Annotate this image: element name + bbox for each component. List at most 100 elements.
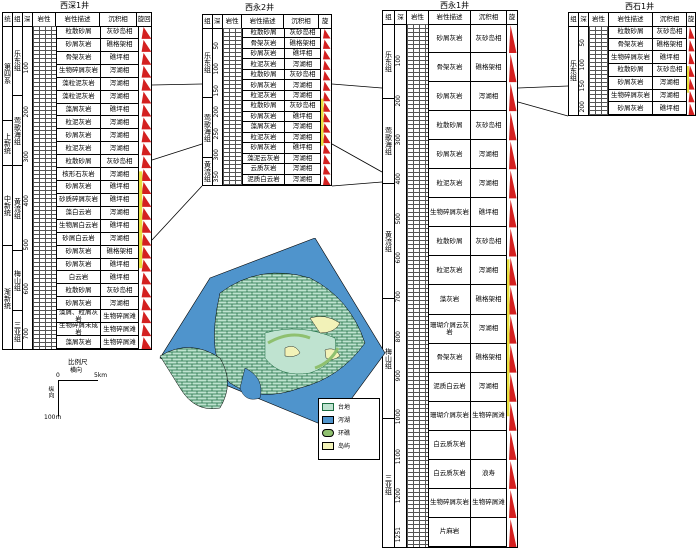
description-cell: 砂屑灰岩 <box>57 39 100 52</box>
legend-swatch <box>322 402 334 411</box>
description-cell: 粒散砂屑 <box>57 155 100 169</box>
formation-yinggehai: 莺歌海组 <box>13 96 22 166</box>
cycle-curve <box>321 28 331 185</box>
facies-column: 灰砂岛相礁格架相礁坪相泻湖相灰砂岛相泻湖相泻湖相灰砂岛相礁坪相泻湖相泻湖相礁坪相… <box>285 28 321 185</box>
legend-label: 台地 <box>338 404 351 411</box>
description-cell: 珊瑚介屑灰岩 <box>429 402 470 431</box>
facies-cell: 泻湖相 <box>285 122 320 133</box>
facies-cell: 泻湖相 <box>471 140 506 170</box>
facies-cell: 泻湖相 <box>285 91 320 102</box>
description-cell: 骨架灰岩 <box>243 38 284 49</box>
description-cell: 泥质白云岩 <box>243 175 284 185</box>
facies-cell: 礁格架相 <box>471 286 506 315</box>
cycle-triangle <box>323 175 331 185</box>
correlation-line <box>331 143 383 173</box>
formation-column: 乐东组 <box>569 26 579 115</box>
well-header: 组 深度 岩性 岩性描述 沉积相 旋回 <box>569 13 695 27</box>
formation-ledong: 乐东组 <box>569 60 578 81</box>
cycle-triangle <box>141 259 152 272</box>
sea-inlet <box>239 367 262 400</box>
description-cell: 砂屑灰岩 <box>243 143 284 154</box>
cycle-triangle <box>141 78 152 91</box>
description-cell: 粒散砂屑 <box>429 227 470 257</box>
header-facies: 沉积相 <box>284 15 320 28</box>
facies-cell: 泻湖相 <box>101 297 138 311</box>
depth-tick: 100 <box>579 59 586 71</box>
description-cell: 粒泥灰岩 <box>429 169 470 199</box>
well-title-xiyong1: 西永1井 <box>440 1 470 10</box>
description-cell: 粒泥灰岩 <box>57 116 100 130</box>
cycle-triangle <box>141 298 152 311</box>
facies-cell: 灰砂岛相 <box>285 101 320 112</box>
cycle-triangle <box>509 54 517 83</box>
cycle-triangle <box>509 489 517 518</box>
cycle-triangle <box>323 49 331 60</box>
scale-vertical-label: 纵向 <box>47 386 54 398</box>
facies-cell: 泻湖相 <box>471 256 506 286</box>
scale-bar: 比例尺 横向 0 5km 纵向 100m <box>44 356 107 426</box>
cycle-triangle <box>141 233 152 246</box>
atoll-ring <box>267 333 340 370</box>
depth-tick: 400 <box>23 194 30 207</box>
formation-huangliu: 黄流组 <box>13 166 22 251</box>
facies-cell: 礁坪相 <box>101 271 138 285</box>
cycle-triangle <box>688 90 695 103</box>
description-cell: 骨架灰岩 <box>429 53 470 83</box>
cycle-yellow-band <box>687 66 689 93</box>
description-cell: 藻灰岩 <box>429 286 470 315</box>
description-cell: 骨架灰岩 <box>609 39 652 52</box>
facies-cell: 泻湖相 <box>471 82 506 112</box>
description-cell: 藻屑灰岩 <box>243 122 284 133</box>
cycle-triangle <box>141 169 152 182</box>
formation-sanya: 三亚组 <box>13 320 22 342</box>
description-cell: 粒泥灰岩 <box>243 59 284 70</box>
facies-column: 灰砂岛相礁格架相礁坪相泻湖相泻湖相泻湖相礁坪相泻湖相泻湖相泻湖相灰砂岛相泻湖相礁… <box>101 26 139 349</box>
description-cell: 藻屑、粒屑灰岩 <box>57 310 100 324</box>
facies-cell: 礁格架相 <box>653 39 686 52</box>
description-cell: 藻屑灰岩 <box>57 104 100 117</box>
depth-tick: 1000 <box>395 409 402 425</box>
lithology-column <box>407 24 429 547</box>
facies-cell: 泻湖相 <box>285 80 320 91</box>
facies-cell: 灰砂岛相 <box>101 155 138 169</box>
scale-horizontal-label: 横向 <box>70 367 83 374</box>
description-cell: 砂屑灰岩 <box>429 140 470 170</box>
facies-cell: 礁格架相 <box>285 38 320 49</box>
depth-tick: 300 <box>23 150 30 163</box>
cycle-triangle <box>141 324 152 337</box>
legend-item-island: 岛屿 <box>322 440 376 451</box>
well-column-xishen1: 统 组 深度 岩性 岩性描述 沉积相 旋回 第四系 上新统 中新统 渐新统 乐东… <box>2 12 152 350</box>
header-series: 统 <box>3 13 13 26</box>
facies-cell: 泻湖相 <box>653 77 686 90</box>
formation-sanya: 三亚组 <box>384 473 393 495</box>
cycle-curve <box>507 24 517 547</box>
depth-tick: 700 <box>23 327 30 340</box>
cycle-triangle <box>509 112 517 141</box>
formation-column: 乐东组 莺歌海组 黄流组 梅山组 三亚组 <box>13 26 23 349</box>
facies-cell: 泻湖相 <box>101 168 138 182</box>
facies-column: 灰砂岛相礁格架相泻湖相灰砂岛相泻湖相泻湖相礁坪相灰砂岛相泻湖相礁格架相泻湖相礁格… <box>471 24 507 547</box>
cycle-triangle <box>323 91 331 102</box>
facies-cell: 礁坪相 <box>101 104 138 117</box>
cycle-triangle <box>509 431 517 460</box>
formation-ledong: 乐东组 <box>383 24 394 99</box>
facies-cell: 灰砂岛相 <box>285 28 320 39</box>
facies-cell: 礁坪相 <box>101 181 138 194</box>
header-lithology: 岩性 <box>33 13 57 26</box>
facies-cell: 灰砂岛相 <box>471 24 506 54</box>
well-header: 组 深度 岩性 岩性描述 沉积相 旋回 <box>383 11 517 25</box>
description-column: 砂屑灰岩骨架灰岩砂屑灰岩粒散砂屑砂屑灰岩粒泥灰岩生物碎屑灰岩粒散砂屑粒泥灰岩藻灰… <box>429 24 471 547</box>
depth-tick: 400 <box>395 173 402 185</box>
depth-tick: 900 <box>395 369 402 382</box>
facies-cell: 泻湖相 <box>285 133 320 144</box>
depth-tick: 800 <box>395 330 402 343</box>
cycle-triangle <box>323 165 331 175</box>
depth-tick: 250 <box>213 127 220 139</box>
cycle-triangle <box>141 27 152 39</box>
cycle-triangle <box>323 133 331 144</box>
cycle-curve <box>139 26 152 349</box>
header-depth: 深度 <box>23 13 33 26</box>
description-cell: 生物碎屑灰岩 <box>609 90 652 103</box>
